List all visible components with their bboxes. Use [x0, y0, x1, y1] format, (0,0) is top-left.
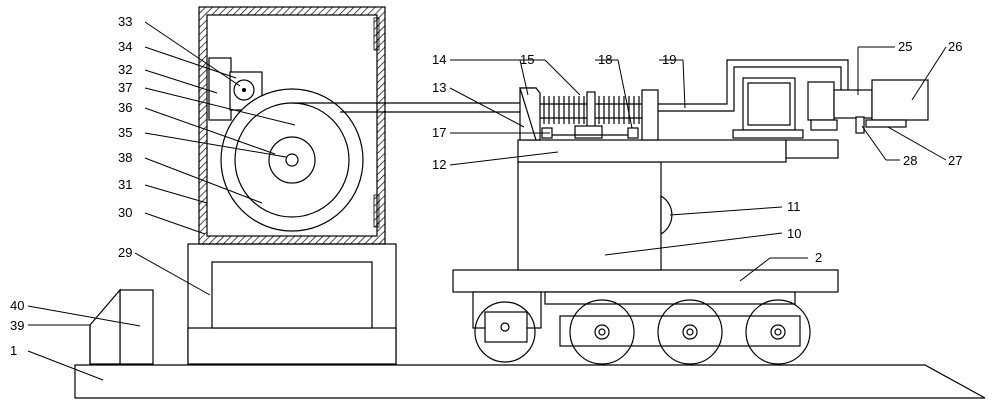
label-36: 36	[118, 100, 132, 115]
part-labels: 1 2 10 11 12 13 14 15 17 18 19 25 26 27 …	[10, 14, 962, 358]
label-31: 31	[118, 177, 132, 192]
label-39: 39	[10, 318, 24, 333]
label-1: 1	[10, 343, 17, 358]
right-equipment	[732, 77, 929, 139]
vehicle-chassis	[452, 269, 839, 365]
label-28: 28	[903, 153, 917, 168]
label-12: 12	[432, 157, 446, 172]
base-plate	[74, 364, 986, 399]
label-29: 29	[118, 245, 132, 260]
label-33: 33	[118, 14, 132, 29]
label-38: 38	[118, 150, 132, 165]
label-30: 30	[118, 205, 132, 220]
label-11: 11	[787, 199, 801, 214]
label-10: 10	[787, 226, 801, 241]
label-25: 25	[898, 39, 912, 54]
label-37: 37	[118, 80, 132, 95]
label-15: 15	[520, 52, 534, 67]
label-27: 27	[948, 153, 962, 168]
left-block	[89, 288, 154, 365]
label-17: 17	[432, 125, 446, 140]
label-18: 18	[598, 52, 612, 67]
cable-reel	[220, 88, 364, 232]
spring-assembly	[519, 87, 659, 141]
label-32: 32	[118, 62, 132, 77]
connecting-rod	[292, 102, 520, 113]
spring-left	[543, 96, 585, 124]
label-35: 35	[118, 125, 132, 140]
pedestal	[187, 243, 397, 365]
top-platform	[517, 139, 839, 163]
label-19: 19	[662, 52, 676, 67]
pipe	[658, 59, 849, 112]
lift-column	[517, 161, 673, 271]
leader-lines	[27, 21, 947, 381]
label-2: 2	[815, 250, 822, 265]
label-14: 14	[432, 52, 446, 67]
label-26: 26	[948, 39, 962, 54]
label-13: 13	[432, 80, 446, 95]
label-34: 34	[118, 39, 132, 54]
spring-right	[598, 96, 640, 124]
label-40: 40	[10, 298, 24, 313]
